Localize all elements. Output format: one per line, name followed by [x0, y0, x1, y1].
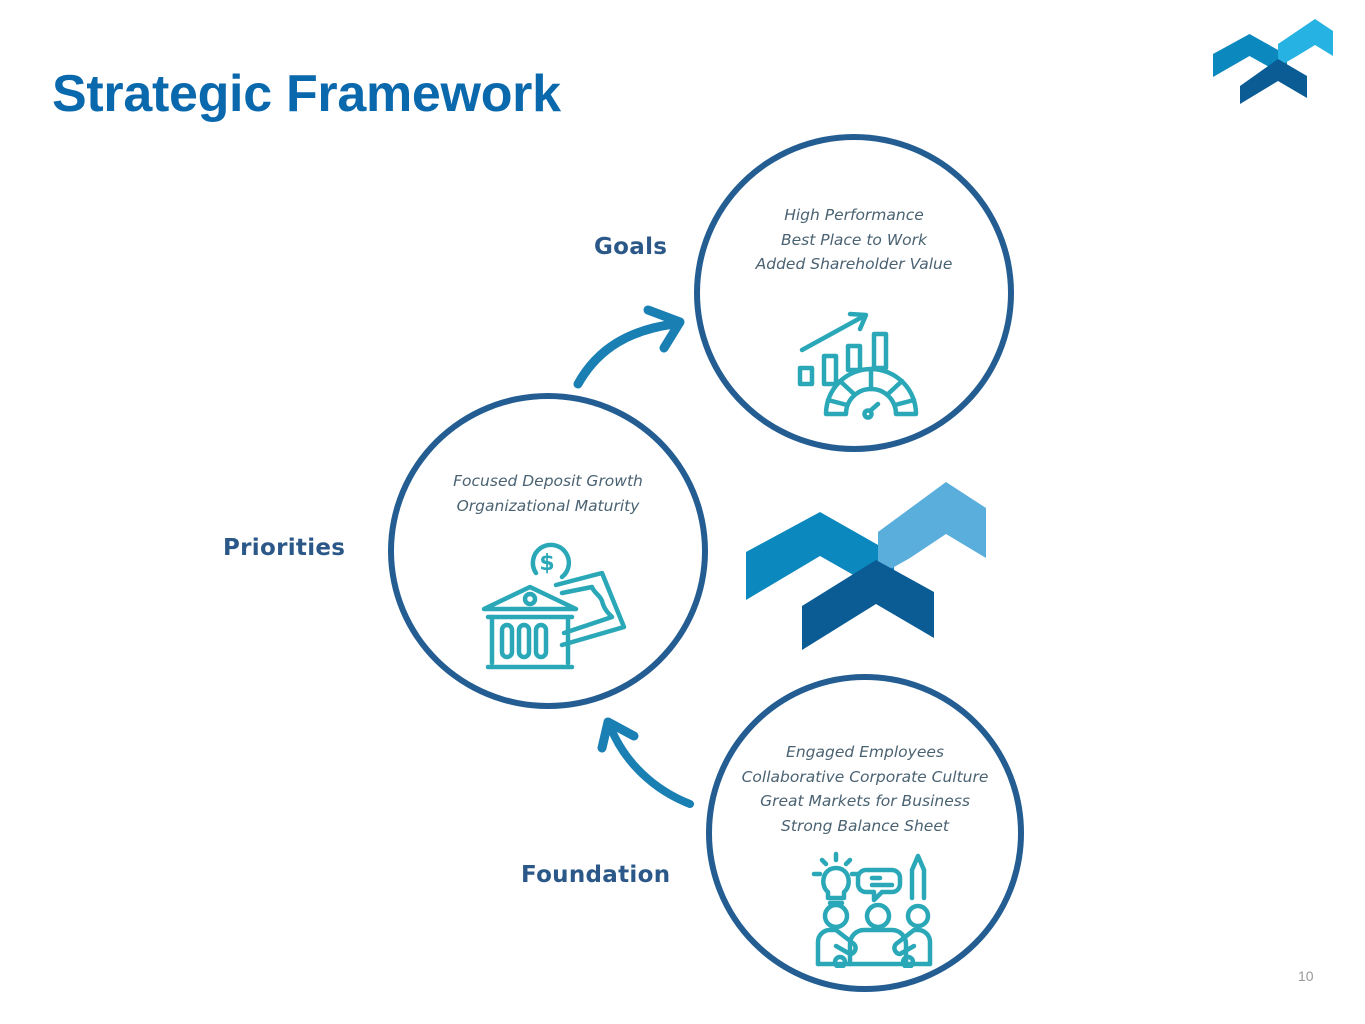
foundation-item: Engaged Employees	[786, 743, 944, 761]
svg-text:$: $	[539, 551, 554, 576]
team-collaboration-icon	[811, 851, 933, 968]
growth-chart-gauge-icon	[797, 311, 919, 420]
logo-chevron-mid	[746, 512, 894, 600]
goals-list: High Performance Best Place to Work Adde…	[700, 203, 1008, 277]
goals-item: High Performance	[784, 206, 924, 224]
priorities-item: Focused Deposit Growth	[453, 472, 643, 490]
foundation-label: Foundation	[521, 862, 671, 888]
arrow-to-goals-icon	[573, 305, 685, 389]
priorities-circle: Focused Deposit Growth Organizational Ma…	[388, 393, 708, 709]
foundation-list: Engaged Employees Collaborative Corporat…	[712, 740, 1018, 838]
goals-label: Goals	[594, 234, 668, 260]
priorities-label: Priorities	[223, 535, 346, 561]
foundation-item: Collaborative Corporate Culture	[741, 767, 989, 786]
priorities-list: Focused Deposit Growth Organizational Ma…	[394, 469, 702, 518]
priorities-item: Organizational Maturity	[456, 496, 640, 515]
logo-chevron-light	[878, 482, 986, 576]
logo-chevron-dark	[802, 560, 934, 650]
foundation-circle: Engaged Employees Collaborative Corporat…	[706, 674, 1024, 992]
company-logo	[1213, 19, 1333, 104]
goals-item: Best Place to Work	[780, 230, 928, 249]
logo-chevron-dark	[1240, 59, 1307, 104]
foundation-item: Strong Balance Sheet	[781, 816, 949, 835]
page-number: 10	[1298, 968, 1314, 984]
goals-item: Added Shareholder Value	[755, 255, 953, 273]
foundation-item: Great Markets for Business	[760, 792, 970, 810]
arrow-to-priorities-icon	[597, 717, 694, 808]
goals-circle: High Performance Best Place to Work Adde…	[694, 134, 1014, 452]
center-logo	[746, 482, 986, 650]
bank-deposit-icon: $	[481, 542, 627, 670]
page-title: Strategic Framework	[52, 65, 561, 123]
logo-chevron-light	[1278, 19, 1333, 67]
